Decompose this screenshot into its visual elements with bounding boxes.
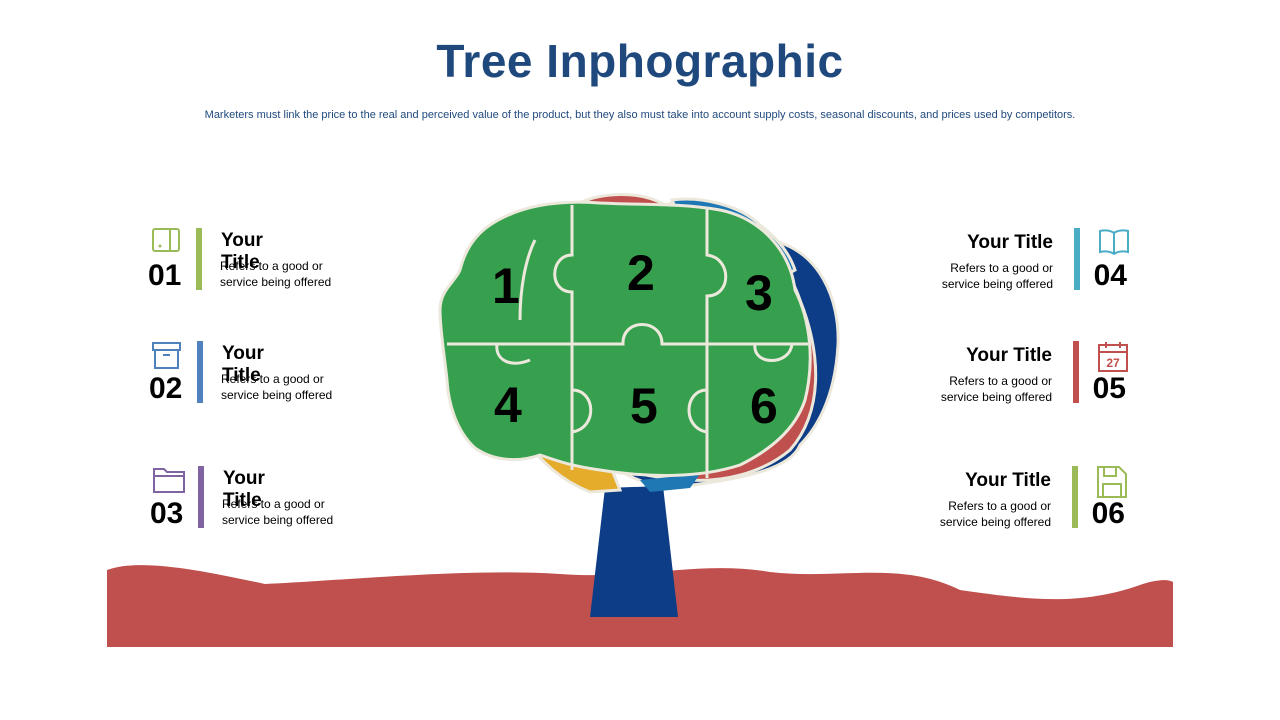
calendar-day: 27	[1106, 356, 1120, 370]
item-title: Your Title	[965, 470, 1051, 491]
floppy-disk-icon	[1097, 466, 1127, 498]
puzzle-number-6: 6	[750, 378, 778, 434]
item-title: Your Title	[223, 468, 265, 511]
puzzle-lines	[447, 205, 808, 478]
accent-bar	[1074, 228, 1080, 290]
tree-canopy	[438, 200, 812, 477]
list-item-05: 27 05 Your Title Refers to a good or ser…	[888, 341, 1128, 411]
item-title: Your Title	[967, 232, 1053, 253]
tablet-icon	[151, 228, 181, 258]
list-item-04: 04 Your Title Refers to a good or servic…	[889, 228, 1129, 298]
accent-bar	[1073, 341, 1079, 403]
list-item-03: 03 Your Title Refers to a good or servic…	[150, 466, 393, 536]
accent-bar	[196, 228, 202, 290]
list-item-02: 02 Your Title Refers to a good or servic…	[149, 341, 392, 411]
calendar-icon: 27	[1098, 341, 1128, 372]
item-description: Refers to a good or service being offere…	[939, 499, 1051, 529]
accent-bar	[197, 341, 203, 403]
folder-icon	[153, 466, 185, 496]
list-item-06: 06 Your Title Refers to a good or servic…	[887, 466, 1127, 536]
page-title: Tree Inphographic	[436, 35, 844, 87]
item-number: 04	[1093, 259, 1127, 292]
item-description: Refers to a good or service being offere…	[220, 259, 332, 289]
accent-bar	[198, 466, 204, 528]
puzzle-number-2: 2	[627, 245, 655, 301]
item-number: 05	[1092, 372, 1126, 405]
item-title: Your Title	[966, 345, 1052, 366]
item-description: Refers to a good or service being offere…	[941, 261, 1053, 291]
list-item-01: 01 Your Title Refers to a good or servic…	[148, 228, 391, 298]
item-number: 01	[148, 259, 182, 292]
puzzle-number-5: 5	[630, 378, 658, 434]
archive-box-icon	[152, 341, 182, 371]
item-number: 02	[149, 372, 183, 405]
item-number: 03	[150, 497, 184, 530]
item-description: Refers to a good or service being offere…	[222, 497, 334, 527]
item-title: Your Title	[222, 343, 264, 386]
puzzle-number-4: 4	[494, 377, 522, 433]
tree-trunk	[590, 486, 678, 617]
puzzle-number-3: 3	[745, 265, 773, 321]
book-icon	[1099, 228, 1129, 258]
item-title: Your Title	[221, 230, 263, 273]
item-description: Refers to a good or service being offere…	[221, 372, 333, 402]
puzzle-number-1: 1	[492, 258, 520, 314]
tree-back-teal	[640, 474, 700, 492]
item-number: 06	[1091, 497, 1125, 530]
page-subtitle: Marketers must link the price to the rea…	[204, 109, 1076, 121]
accent-bar	[1072, 466, 1078, 528]
item-description: Refers to a good or service being offere…	[940, 374, 1052, 404]
